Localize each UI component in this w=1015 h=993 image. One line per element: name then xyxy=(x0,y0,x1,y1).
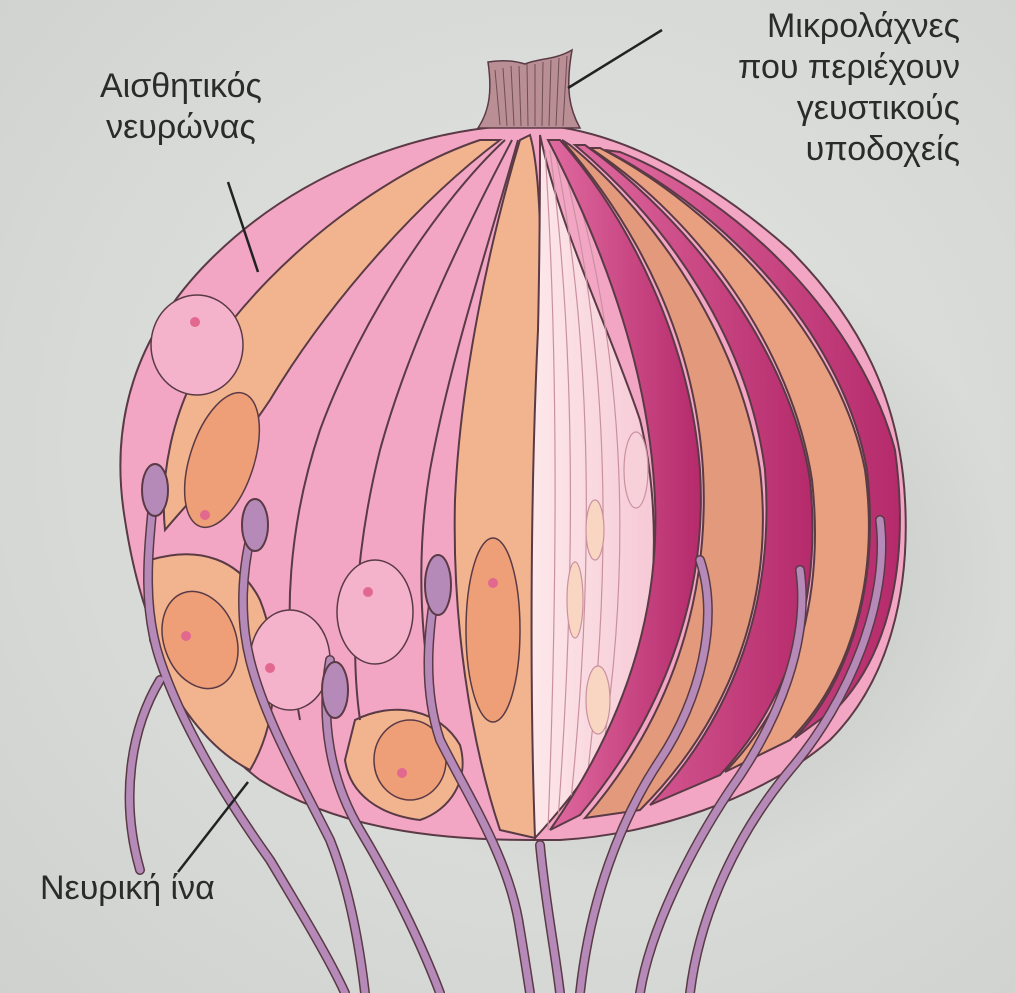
label-line: νευρώνας xyxy=(100,107,262,148)
leader-line-fiber xyxy=(178,782,248,872)
nucleolus xyxy=(181,631,191,641)
label-line: Μικρολάχνες xyxy=(640,6,960,47)
nucleolus xyxy=(397,768,407,778)
nucleolus xyxy=(190,317,200,327)
label-line: υποδοχείς xyxy=(640,129,960,170)
nucleolus xyxy=(200,510,210,520)
label-line: γευστικούς xyxy=(640,88,960,129)
label-line: που περιέχουν xyxy=(640,47,960,88)
cut-nucleus xyxy=(624,432,648,508)
label-sensory-neuron: Αισθητικός νευρώνας xyxy=(100,66,262,148)
label-line: Αισθητικός xyxy=(100,66,262,107)
cut-nucleus xyxy=(586,500,604,560)
cell-nucleus xyxy=(337,560,413,664)
label-nerve-fiber: Νευρική ίνα xyxy=(40,868,215,909)
cell-nucleus xyxy=(151,295,243,395)
cut-nucleus xyxy=(567,562,583,638)
cell-nucleus xyxy=(466,538,520,722)
nucleolus xyxy=(265,663,275,673)
label-microvilli: Μικρολάχνες που περιέχουν γευστικούς υπο… xyxy=(640,6,960,170)
cut-nucleus xyxy=(586,666,610,734)
nucleolus xyxy=(363,587,373,597)
nucleolus xyxy=(488,578,498,588)
